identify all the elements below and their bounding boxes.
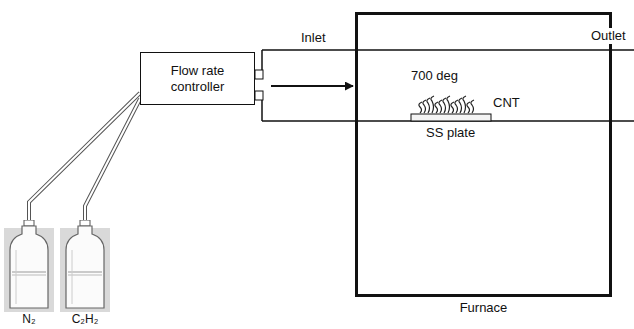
outlet-label: Outlet [590,28,627,44]
nanotube-stroke [467,102,470,113]
gas-pipe [85,99,140,220]
gas-label: N₂ [4,312,54,326]
tube-wall [262,49,634,51]
nanotube-stroke [435,102,438,113]
cnt-growth [419,96,474,113]
nanotube-stroke [459,98,462,113]
furnace-label: Furnace [358,300,609,316]
controller-box: Flow rate controller [140,52,255,105]
plate-label: SS plate [425,125,476,141]
tube-inlet-end [261,50,263,70]
cylinder-drawing [4,220,54,312]
nanotube-stroke [427,98,430,113]
nanotube-stroke [431,96,434,113]
nanotube-stroke [443,98,446,113]
nanotube-stroke [447,96,450,113]
ss-plate [411,114,491,121]
temperature-label: 700 deg [410,68,459,84]
nanotube-stroke [419,102,422,113]
cnt-label: CNT [492,95,521,111]
nanotube-stroke [471,100,474,113]
gas-cylinder: N₂ [4,220,54,325]
outlet-stub [255,91,263,100]
cylinder-drawing [60,220,110,312]
outlet-stub [255,70,263,79]
nanotube-stroke [423,100,426,113]
nanotube-stroke [463,96,466,113]
nanotube-stroke [439,100,442,113]
furnace-box: Furnace [355,12,612,297]
gas-pipe [29,93,140,220]
box-label: Flow rate controller [153,63,243,94]
tube-inlet-end [261,100,263,121]
flow-arrow [271,86,353,87]
gas-label: C₂H₂ [60,312,110,326]
inlet-label: Inlet [300,30,327,46]
nanotube-stroke [451,102,454,113]
gas-cylinder: C₂H₂ [60,220,110,325]
nanotube-stroke [455,100,458,113]
